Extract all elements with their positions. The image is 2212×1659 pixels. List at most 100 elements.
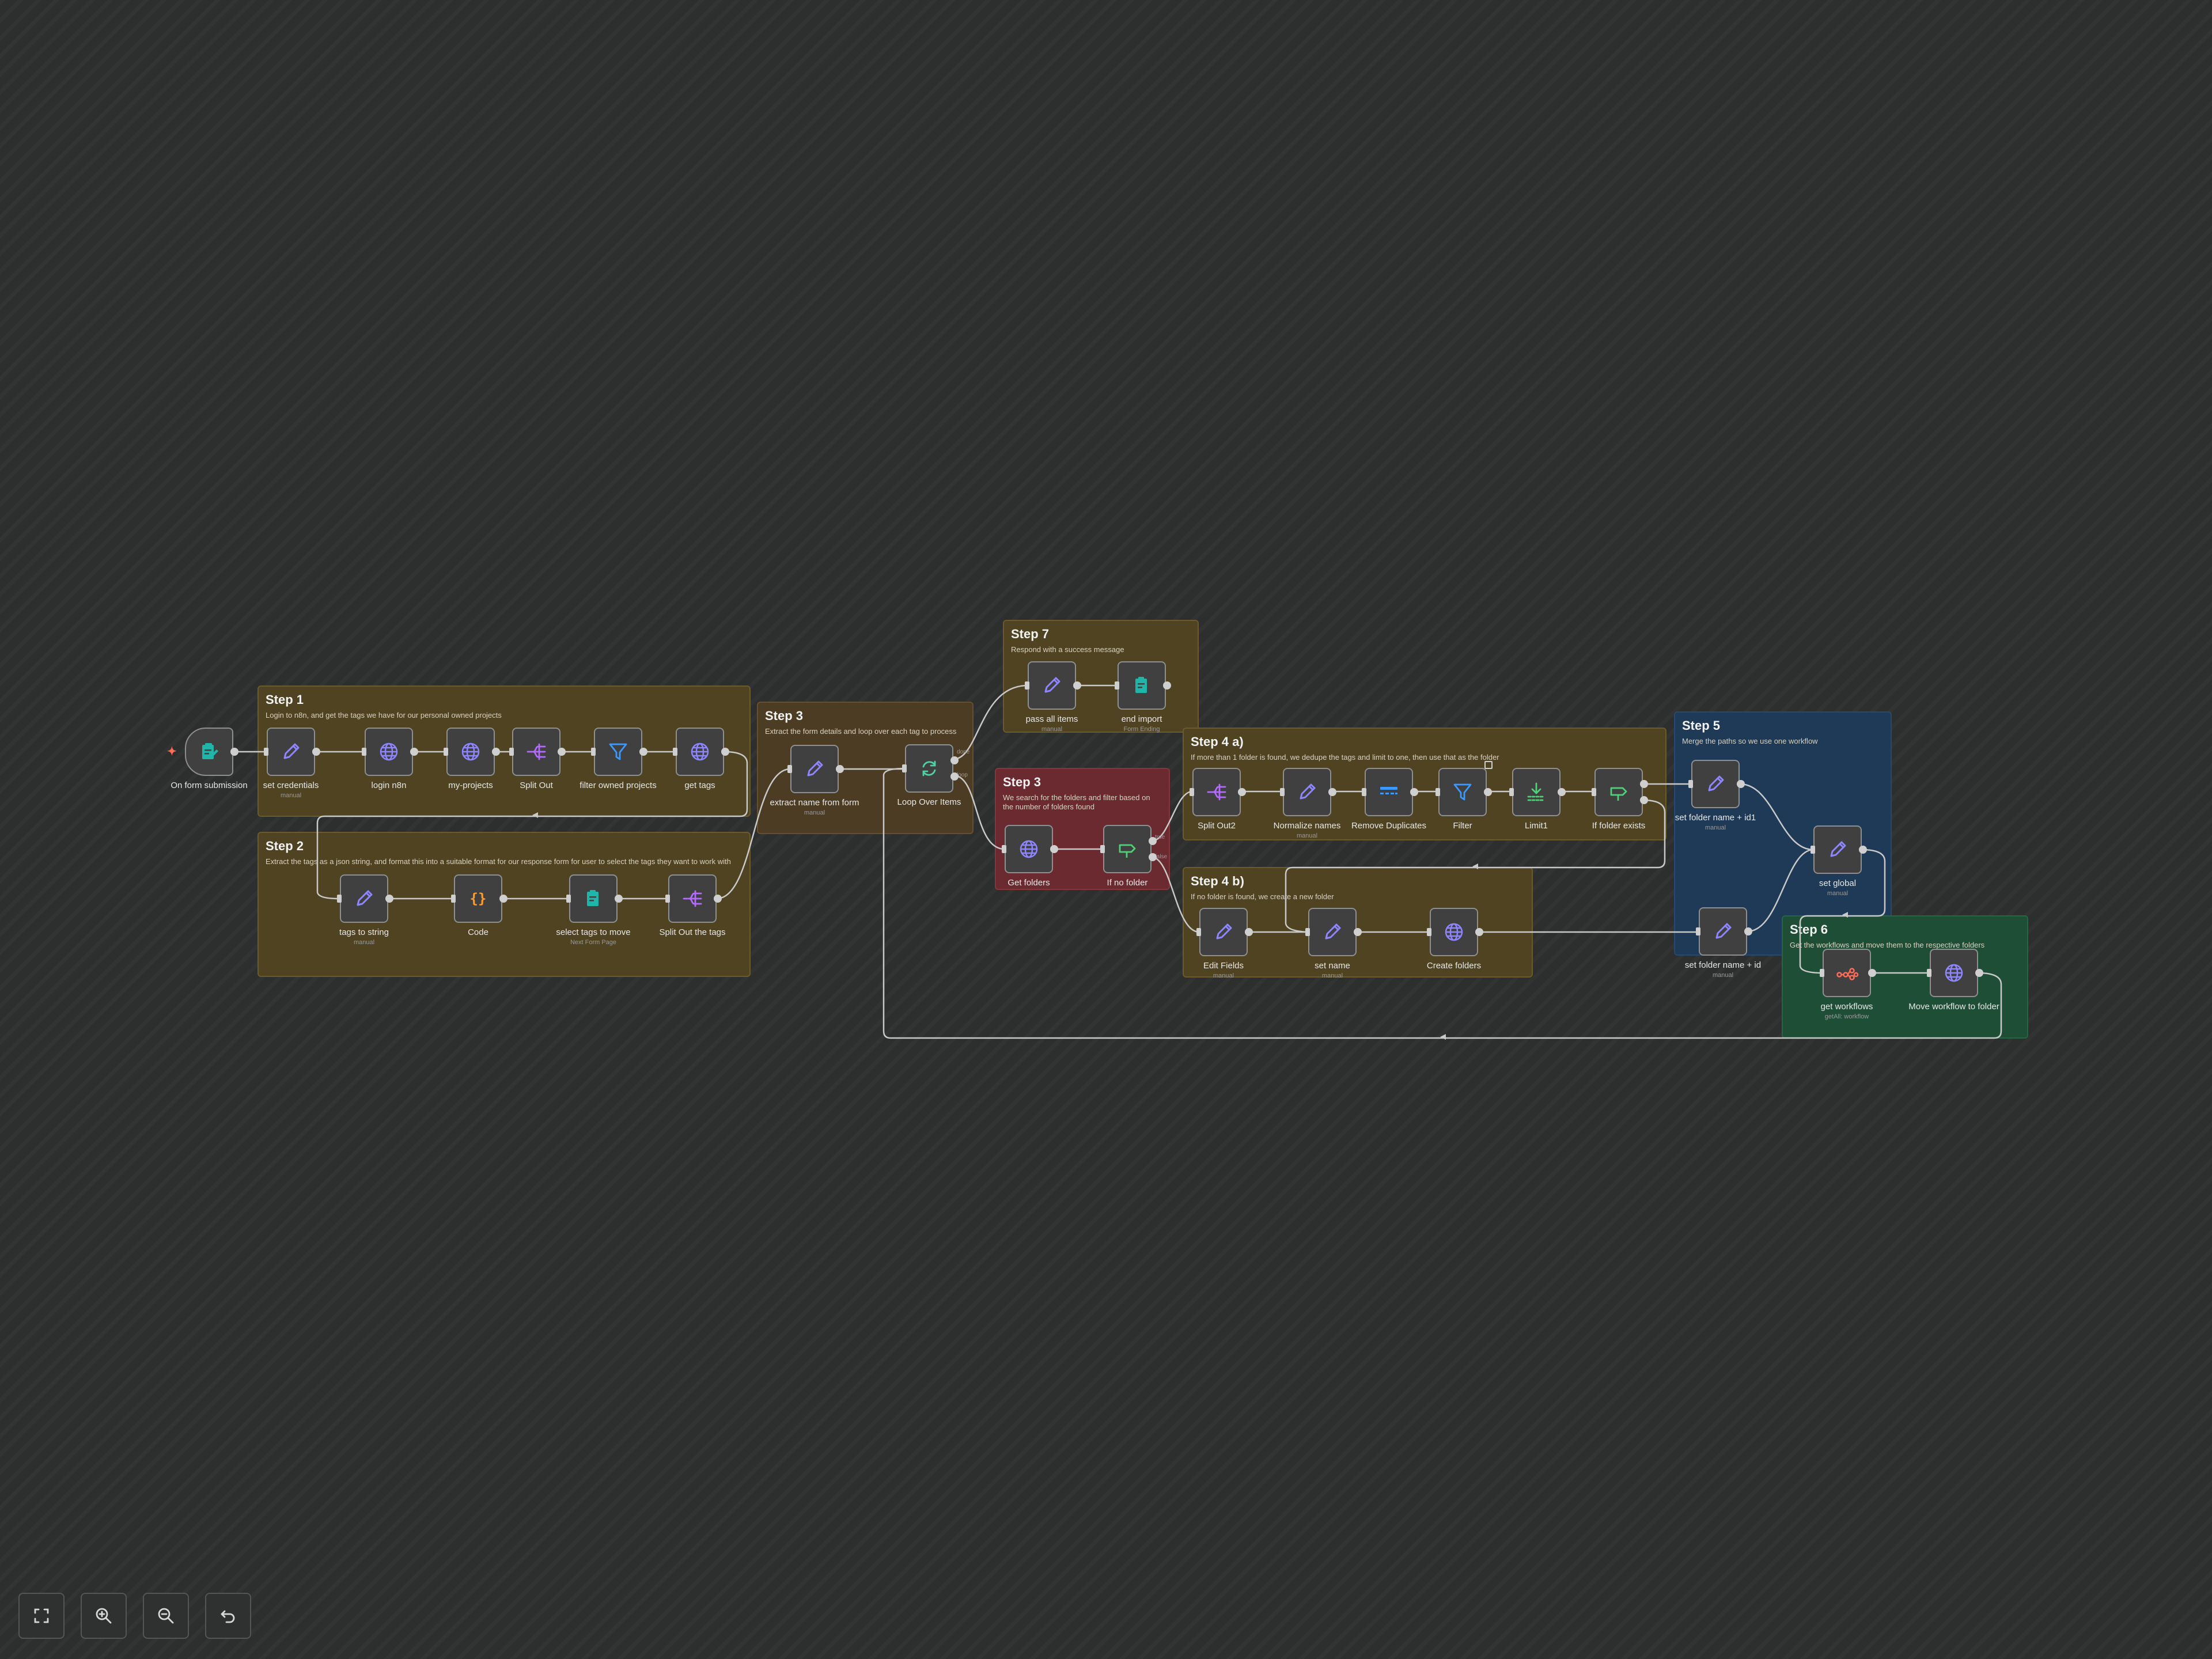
connection (1747, 849, 1814, 933)
node-tags-to-string[interactable]: tags to string manual (337, 874, 393, 946)
undo-icon (221, 1610, 235, 1623)
loop-icon (922, 760, 936, 777)
node-get-tags[interactable]: get tags (673, 728, 729, 790)
edge-label-false: false (1155, 854, 1168, 860)
node-subtitle: Form Ending (1123, 726, 1160, 733)
node-label: Loop Over Items (897, 797, 961, 807)
node-set-global[interactable]: set global manual (1810, 825, 1867, 897)
node-subtitle: manual (1213, 972, 1234, 979)
filter-icon (1453, 783, 1472, 801)
node-set-folder-name-id1[interactable]: set folder name + id1 manual (1675, 760, 1756, 831)
if-icon (1610, 787, 1627, 801)
node-limit1[interactable]: Limit1 (1509, 768, 1566, 831)
reset-zoom-button[interactable] (205, 1593, 251, 1639)
connection (1151, 790, 1193, 842)
node-end-import[interactable]: end import Form Ending (1115, 661, 1171, 733)
sticky-text: Merge the paths so we use one workflow (1682, 737, 1818, 745)
node-pass-all-items[interactable]: pass all items manual (1025, 661, 1081, 733)
node-label: get tags (684, 781, 715, 790)
node-split-out[interactable]: Split Out (509, 728, 566, 790)
node-if-no-folder[interactable]: If no folder (1100, 825, 1157, 888)
node-filter[interactable]: Filter (1435, 761, 1493, 831)
arrow-icon (1440, 1034, 1446, 1040)
node-label: set folder name + id (1684, 960, 1762, 970)
node-edit-fields[interactable]: Edit Fields manual (1196, 908, 1253, 979)
pencil-icon (1044, 677, 1060, 693)
node-set-name[interactable]: set name manual (1305, 908, 1362, 979)
node-set-folder-name-id[interactable]: set folder name + id manual (1685, 907, 1761, 979)
node-split-out-the-tags[interactable]: Split Out the tags (659, 874, 726, 937)
filter-icon (609, 743, 627, 760)
node-label: Move workflow to folder (1908, 1002, 1999, 1012)
pencil-icon (1715, 923, 1732, 939)
connection (953, 774, 1005, 850)
node-filter-owned-projects[interactable]: filter owned projects (579, 728, 657, 790)
node-if-folder-exists[interactable]: If folder exists (1592, 768, 1648, 831)
split-out-icon (527, 743, 546, 760)
node-label: On form submission (171, 781, 248, 790)
sticky-title: Step 3 (1003, 775, 1041, 789)
sticky-text: Extract the tags as a json string, and f… (266, 857, 731, 866)
sticky-step-4a[interactable]: Step 4 a) If more than 1 folder is found… (1183, 728, 1666, 840)
node-set-credentials[interactable]: set credentials manual (263, 728, 320, 799)
node-get-folders[interactable]: Get folders (1002, 825, 1058, 888)
sticky-title: Step 4 a) (1191, 734, 1244, 749)
node-label: pass all items (1025, 714, 1078, 724)
node-my-projects[interactable]: my-projects (444, 728, 500, 790)
node-label: Limit1 (1524, 821, 1548, 831)
node-loop-over-items[interactable]: Loop Over Items (897, 744, 961, 807)
node-label: If folder exists (1592, 821, 1646, 831)
node-move-workflow-to-folder[interactable]: Move workflow to folder (1908, 949, 1999, 1012)
node-subtitle: manual (280, 792, 302, 799)
node-subtitle: getAll: workflow (1824, 1013, 1869, 1020)
node-label: set global (1819, 878, 1857, 888)
node-remove-duplicates[interactable]: Remove Duplicates (1351, 768, 1426, 831)
node-label: If no folder (1107, 878, 1148, 888)
n8n-icon (1836, 968, 1859, 980)
limit-icon (1527, 782, 1546, 801)
node-normalize-names[interactable]: Normalize names manual (1274, 768, 1340, 839)
node-label: get workflows (1820, 1002, 1873, 1012)
sticky-title: Step 4 b) (1191, 874, 1244, 888)
node-subtitle: manual (804, 809, 825, 816)
sticky-text: If more than 1 folder is found, we dedup… (1191, 753, 1499, 762)
sticky-title: Step 6 (1790, 922, 1828, 937)
node-subtitle: manual (1705, 824, 1726, 831)
node-extract-name-from-form[interactable]: extract name from form manual (770, 745, 859, 816)
zoom-out-icon (158, 1608, 174, 1624)
node-on-form-submission[interactable]: On form submission (171, 728, 248, 790)
sticky-text: If no folder is found, we create a new f… (1191, 892, 1334, 901)
sticky-title: Step 5 (1682, 718, 1721, 733)
connection (953, 684, 1028, 760)
sticky-text: Login to n8n, and get the tags we have f… (266, 711, 502, 719)
arrow-icon (532, 812, 538, 818)
disabled-flag-icon (1484, 761, 1493, 769)
pencil-icon (1708, 775, 1724, 791)
globe-icon (380, 743, 398, 761)
node-create-folders[interactable]: Create folders (1427, 908, 1483, 971)
sticky-text: Get the workflows and move them to the r… (1790, 941, 1985, 949)
edge-label-loop: loop (957, 772, 968, 778)
code-icon: {} (470, 891, 487, 907)
node-login-n8n[interactable]: login n8n (362, 728, 418, 790)
fit-view-button[interactable] (18, 1593, 65, 1639)
node-label: Remove Duplicates (1351, 821, 1427, 831)
node-split-out2[interactable]: Split Out2 (1190, 768, 1246, 831)
pencil-icon (1830, 841, 1846, 857)
node-subtitle: manual (353, 939, 375, 946)
node-label: my-projects (448, 781, 493, 790)
globe-icon (1020, 840, 1038, 858)
node-select-tags-to-move[interactable]: select tags to move Next Form Page (556, 874, 631, 946)
node-label: tags to string (339, 927, 389, 937)
node-get-workflows[interactable]: get workflows getAll: workflow (1820, 949, 1876, 1020)
form-trigger-icon (202, 743, 218, 759)
node-label: Edit Fields (1203, 961, 1244, 971)
node-label: set credentials (263, 781, 319, 790)
node-label: Normalize names (1273, 821, 1341, 831)
zoom-in-button[interactable] (81, 1593, 127, 1639)
connection (716, 768, 791, 900)
node-code[interactable]: {} Code (451, 874, 507, 937)
zoom-out-button[interactable] (143, 1593, 189, 1639)
